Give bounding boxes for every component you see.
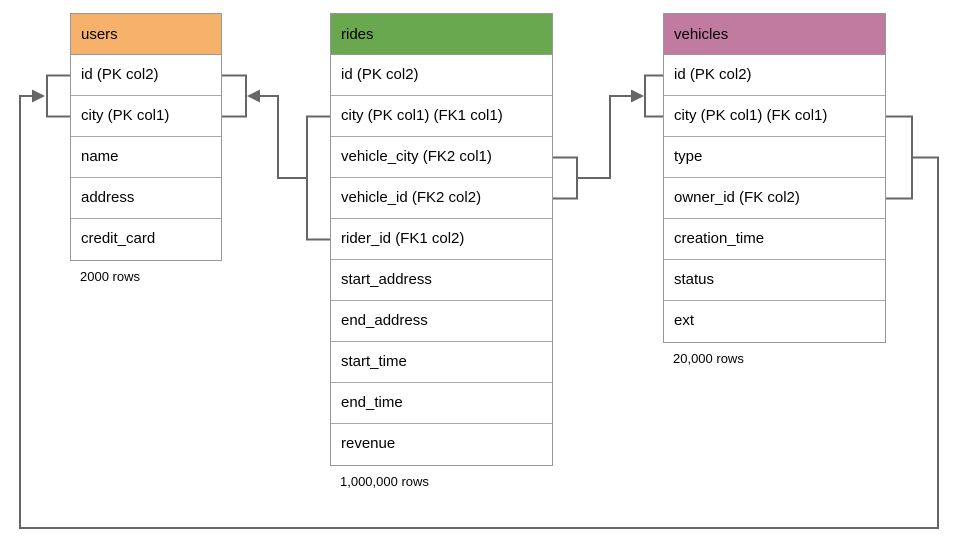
fk2-arrowhead [631,89,644,103]
table-rides-row-vehicle-id: vehicle_id (FK2 col2) [331,178,552,219]
table-rides-row-vehicle-city: vehicle_city (FK2 col1) [331,137,552,178]
table-rides-row-start-address: start_address [331,260,552,301]
fk3-users-left-bracket [46,74,70,118]
table-users-row-city: city (PK col1) [71,96,221,137]
table-users-row-name: name [71,137,221,178]
table-vehicles-row-city: city (PK col1) (FK col1) [664,96,885,137]
fk1-users-right-bracket [222,74,247,118]
fk2-vehicles-left-bracket [644,74,663,118]
table-rides-row-end-time: end_time [331,383,552,424]
table-rides-row-end-address: end_address [331,301,552,342]
table-rides: rides id (PK col2) city (PK col1) (FK1 c… [330,13,553,466]
fk1-rides-left-bracket [306,115,330,241]
users-row-count: 2000 rows [80,269,140,284]
table-users-row-credit-card: credit_card [71,219,221,260]
table-vehicles: vehicles id (PK col2) city (PK col1) (FK… [663,13,886,343]
table-vehicles-row-owner-id: owner_id (FK col2) [664,178,885,219]
fk2-rides-right-bracket [553,156,578,200]
table-vehicles-row-id: id (PK col2) [664,55,885,96]
table-rides-row-start-time: start_time [331,342,552,383]
table-users-row-address: address [71,178,221,219]
table-vehicles-row-ext: ext [664,301,885,342]
fk3-connector-line [19,95,939,529]
table-users-header: users [71,14,221,55]
table-vehicles-header: vehicles [664,14,885,55]
table-rides-row-id: id (PK col2) [331,55,552,96]
fk1-arrowhead [247,89,260,103]
table-vehicles-row-creation-time: creation_time [664,219,885,260]
fk3-vehicles-right-bracket [886,115,913,200]
table-vehicles-row-type: type [664,137,885,178]
rides-row-count: 1,000,000 rows [340,474,429,489]
table-vehicles-row-status: status [664,260,885,301]
table-users: users id (PK col2) city (PK col1) name a… [70,13,222,261]
fk2-connector-line [577,95,631,179]
fk1-connector-line [259,95,307,179]
table-rides-row-rider-id: rider_id (FK1 col2) [331,219,552,260]
table-users-row-id: id (PK col2) [71,55,221,96]
table-rides-row-revenue: revenue [331,424,552,465]
table-rides-row-city: city (PK col1) (FK1 col1) [331,96,552,137]
vehicles-row-count: 20,000 rows [673,351,744,366]
table-rides-header: rides [331,14,552,55]
fk3-arrowhead [32,89,45,103]
